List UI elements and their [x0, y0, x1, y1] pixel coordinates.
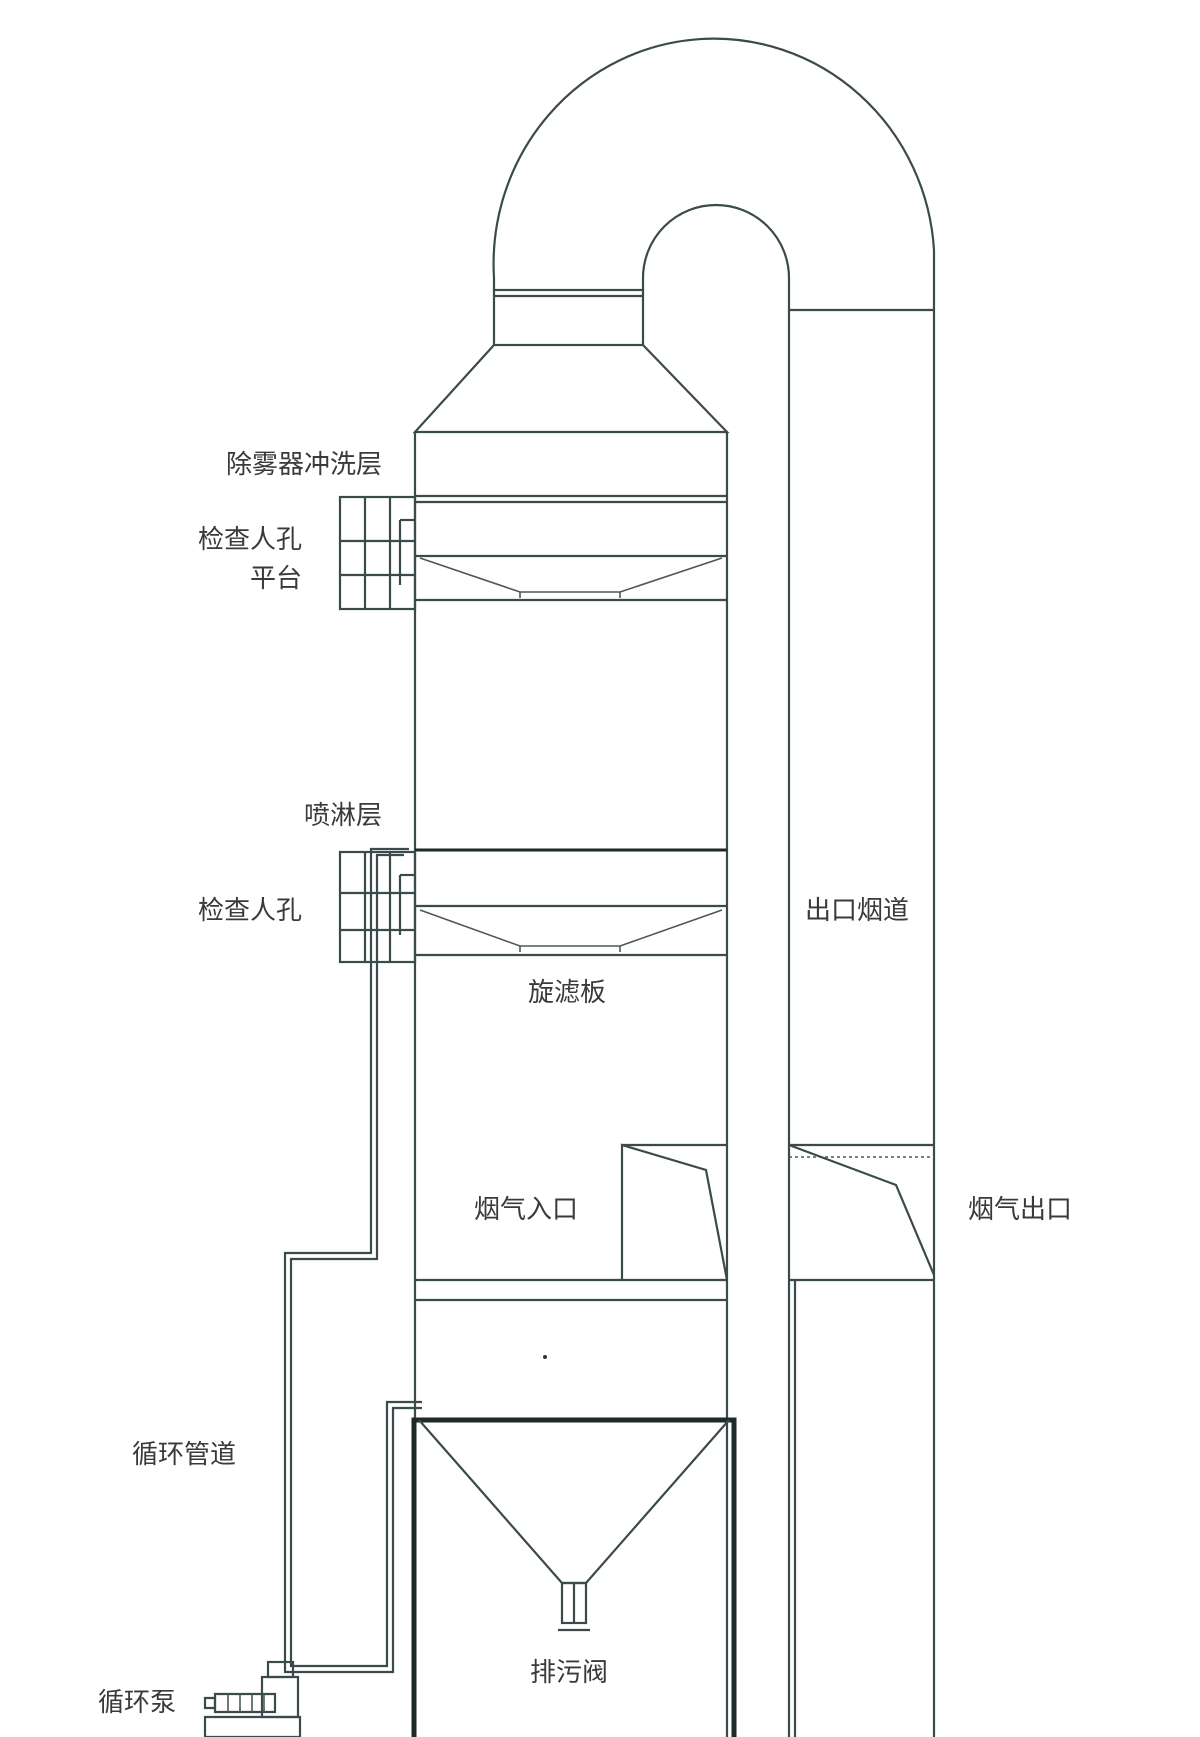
label-swirl-plate: 旋滤板 — [528, 978, 607, 1008]
middle-inspection-grid — [338, 850, 417, 964]
label-inspection-hole-mid: 检查人孔 — [197, 896, 302, 926]
tower-cone-top — [412, 344, 730, 434]
label-flue-gas-outlet: 烟气出口 — [968, 1195, 1073, 1225]
absorption-tower — [413, 432, 729, 1737]
top-u-duct — [492, 37, 936, 347]
label-circulation-pump: 循环泵 — [98, 1688, 177, 1718]
label-spray-layer: 喷淋层 — [303, 801, 382, 831]
label-drain-valve: 排污阀 — [530, 1658, 609, 1688]
outlet-duct-shape — [787, 310, 936, 1737]
circulation-pump — [203, 1660, 302, 1737]
label-circulation-pipe: 循环管道 — [132, 1440, 237, 1470]
label-mist-eliminator-wash: 除雾器冲洗层 — [225, 450, 382, 480]
label-inspection-hole-top: 检查人孔 — [197, 525, 302, 555]
circulation-piping — [283, 847, 422, 1674]
label-flue-gas-inlet: 烟气入口 — [474, 1195, 579, 1225]
label-outlet-duct: 出口烟道 — [805, 896, 910, 926]
bottom-tank — [411, 1417, 737, 1737]
upper-platform-grid — [338, 495, 417, 611]
label-platform: 平台 — [249, 564, 302, 594]
